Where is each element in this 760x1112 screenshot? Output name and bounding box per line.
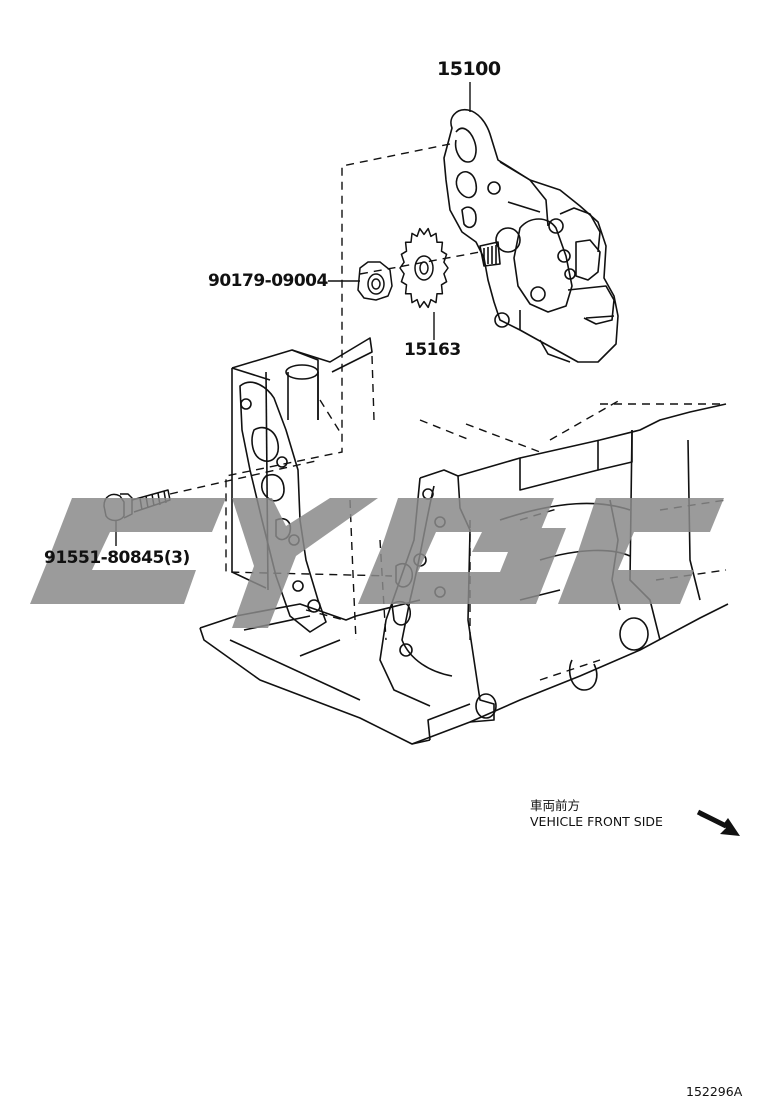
engine-block <box>199 337 729 745</box>
nut <box>357 261 393 301</box>
watermark-logo <box>30 498 724 628</box>
leader-lines <box>115 82 471 546</box>
part-label-15100: 15100 <box>437 58 501 80</box>
oil-pump-assembly <box>443 108 619 363</box>
vehicle-front-arrow-icon <box>696 809 740 836</box>
vehicle-front-note-japanese: 車両前方 <box>530 798 581 813</box>
assembly-lines <box>169 143 481 577</box>
vehicle-front-note-english: VEHICLE FRONT SIDE <box>530 814 663 829</box>
part-label-91551-80845: 91551-80845(3) <box>44 548 190 568</box>
oil-pump-sprocket <box>399 227 449 309</box>
part-label-90179-09004: 90179-09004 <box>208 271 328 291</box>
part-label-15163: 15163 <box>404 340 461 360</box>
diagram-code: 152296A <box>686 1084 743 1099</box>
